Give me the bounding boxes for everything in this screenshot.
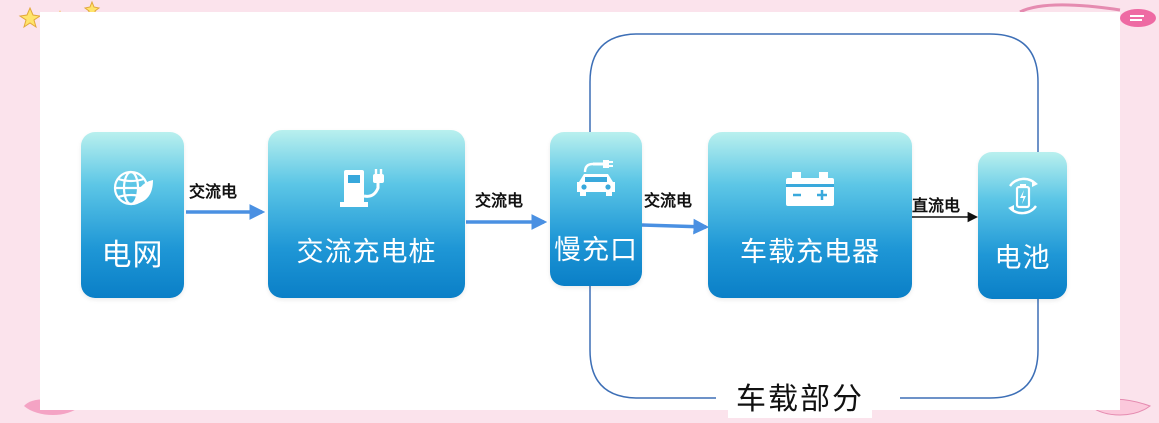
battery-cycle-icon xyxy=(1007,177,1038,215)
flow-label-pile-to-port: 交流电 xyxy=(475,191,524,210)
node-ac-charging-pile-label: 交流充电桩 xyxy=(296,237,437,268)
onboard-section-outline xyxy=(589,33,1039,399)
connector-layer xyxy=(186,33,1039,399)
arrow-port-to-charger xyxy=(641,218,710,235)
node-grid-label: 电网 xyxy=(101,238,164,273)
node-battery: 电池 xyxy=(978,152,1067,299)
heart-bubble-decoration xyxy=(1019,3,1156,27)
flow-label-charger-to-battery: 直流电 xyxy=(912,196,961,215)
node-ac-charging-pile: 交流充电桩 xyxy=(268,130,465,298)
node-grid: 电网 xyxy=(81,132,184,298)
onboard-section-label: 车载部分 xyxy=(728,374,872,418)
node-slow-charging-port-label: 慢充口 xyxy=(554,235,638,266)
charging-pile-icon xyxy=(339,169,384,207)
node-onboard-charger: 车载充电器 xyxy=(708,132,912,298)
node-onboard-charger-label: 车载充电器 xyxy=(740,237,880,268)
globe-leaf-icon xyxy=(113,170,153,206)
car-charging-icon xyxy=(577,160,615,196)
node-battery-label: 电池 xyxy=(994,243,1051,274)
flow-label-port-to-charger: 交流电 xyxy=(644,191,693,210)
diagram-canvas: 交流电 交流电 交流电 直流电 电网 交流充电桩 xyxy=(40,12,1120,418)
flow-label-grid-to-pile: 交流电 xyxy=(189,182,238,201)
node-slow-charging-port: 慢充口 xyxy=(550,132,642,286)
car-battery-icon xyxy=(786,172,834,206)
